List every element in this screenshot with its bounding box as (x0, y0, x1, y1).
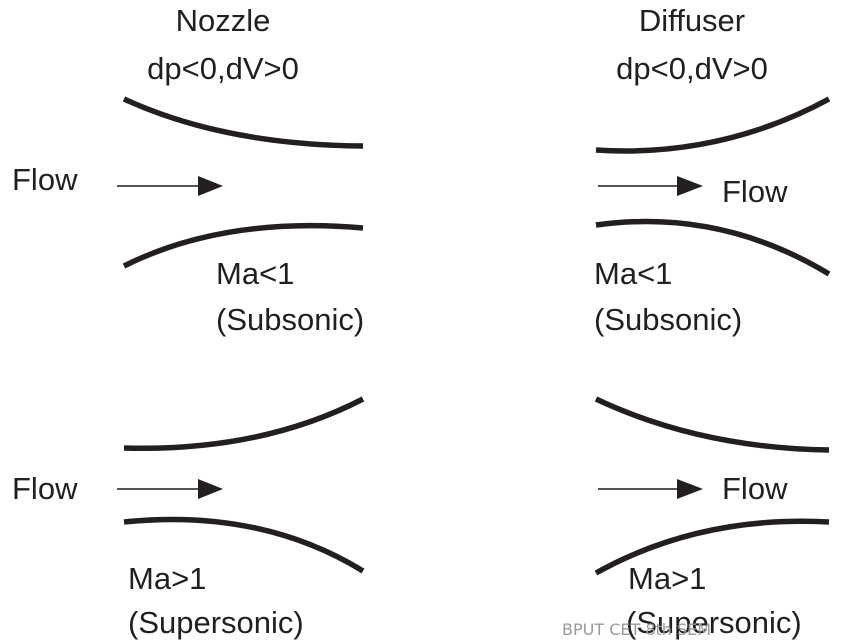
nozzle-supersonic-regime: (Supersonic) (128, 605, 304, 640)
diffuser-subsonic-lower-wall (595, 218, 831, 277)
diffuser-supersonic-flow-label: Flow (722, 471, 788, 506)
diffuser-supersonic-mach: Ma>1 (628, 561, 707, 596)
diffuser-supersonic-lower-wall (594, 518, 830, 576)
diffuser-subsonic-upper-wall (595, 96, 831, 154)
diffuser-title: Diffuser (638, 3, 746, 38)
diffuser-condition: dp<0,dV>0 (616, 51, 768, 86)
nozzle-subsonic-arrow-head (198, 176, 223, 196)
nozzle-supersonic-arrow-head (198, 479, 223, 499)
nozzle-supersonic-upper-wall (123, 396, 365, 452)
nozzle-title: Nozzle (175, 3, 271, 38)
watermark: BPUT CET 8th SEM (562, 620, 712, 639)
nozzle-supersonic-flow-label: Flow (12, 471, 78, 506)
diffuser-supersonic-arrow-head (677, 479, 703, 499)
nozzle-subsonic-mach: Ma<1 (216, 256, 295, 291)
nozzle-subsonic-flow-label: Flow (12, 162, 78, 197)
diffuser-supersonic-upper-wall (594, 396, 830, 453)
diffuser-subsonic-regime: (Subsonic) (594, 302, 743, 337)
diffuser-subsonic-flow-label: Flow (722, 174, 788, 209)
nozzle-supersonic-lower-wall (123, 516, 365, 574)
nozzle-condition: dp<0,dV>0 (147, 51, 299, 86)
diffuser-supersonic-regime: (Supersonic) (626, 605, 802, 640)
nozzle-subsonic-lower-wall (122, 222, 364, 269)
diffuser-subsonic-arrow-head (677, 176, 703, 196)
nozzle-subsonic-upper-wall (122, 96, 364, 149)
diffuser-subsonic-mach: Ma<1 (594, 256, 673, 291)
nozzle-supersonic-mach: Ma>1 (128, 561, 207, 596)
nozzle-subsonic-regime: (Subsonic) (216, 302, 365, 337)
